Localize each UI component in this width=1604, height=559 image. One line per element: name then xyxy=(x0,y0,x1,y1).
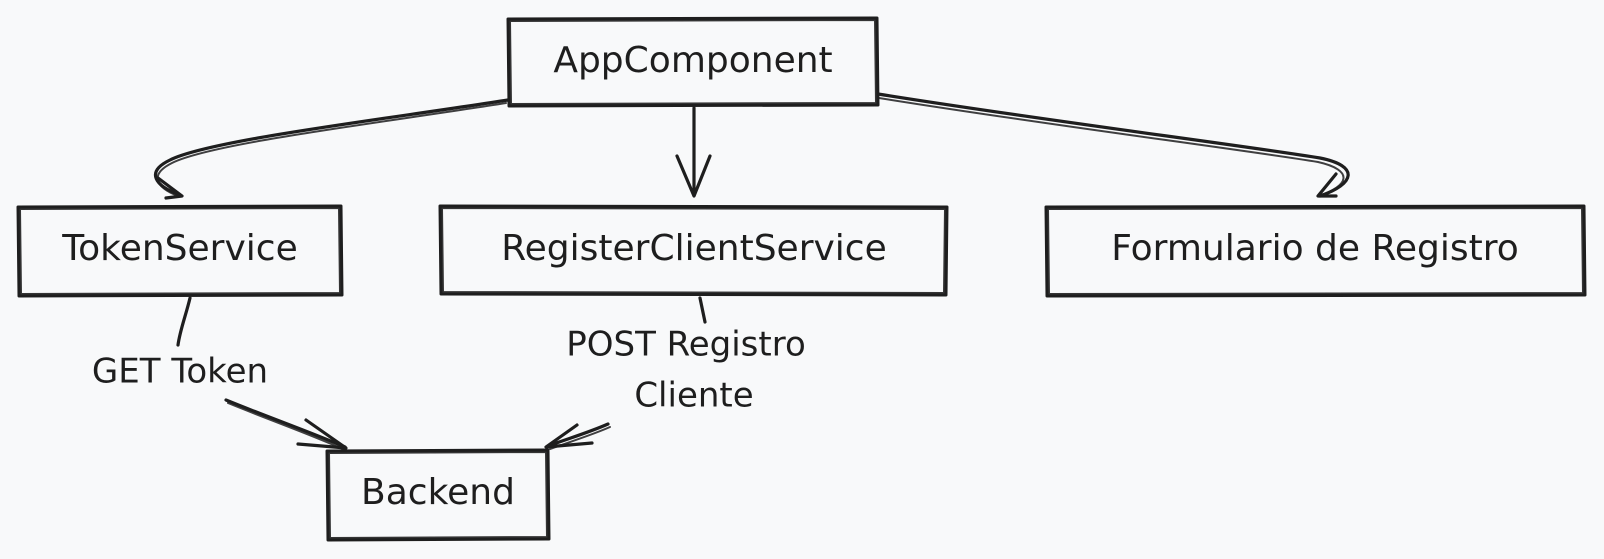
edge-app-to-register-client-service xyxy=(675,106,712,198)
arrowhead-register-client-service xyxy=(675,154,712,198)
node-label-token-service: TokenService xyxy=(61,228,297,269)
node-label-register-client-service: RegisterClientService xyxy=(501,228,887,269)
node-label-formulario-registro: Formulario de Registro xyxy=(1111,228,1519,269)
node-register-client-service: RegisterClientService xyxy=(438,204,949,297)
arrowhead-backend-left xyxy=(296,418,348,450)
node-label-app-component: AppComponent xyxy=(553,40,832,81)
edge-register-client-service-to-backend xyxy=(544,296,707,450)
arrowhead-token-service xyxy=(156,176,184,200)
edge-label-cliente: Cliente xyxy=(634,376,753,416)
edge-label-get-token: GET Token xyxy=(92,352,268,392)
edge-token-service-to-backend xyxy=(176,296,348,450)
node-formulario-registro: Formulario de Registro xyxy=(1044,204,1587,298)
edge-app-to-formulario-registro xyxy=(876,92,1350,198)
edge-label-post-registro: POST Registro xyxy=(566,325,806,365)
arrowhead-formulario-registro xyxy=(1316,172,1338,198)
node-token-service: TokenService xyxy=(16,204,344,298)
node-backend: Backend xyxy=(325,448,551,542)
node-app-component: AppComponent xyxy=(506,16,880,108)
arrowhead-backend-right xyxy=(544,423,594,449)
node-label-backend: Backend xyxy=(361,472,515,513)
edge-app-to-token-service xyxy=(154,98,510,200)
